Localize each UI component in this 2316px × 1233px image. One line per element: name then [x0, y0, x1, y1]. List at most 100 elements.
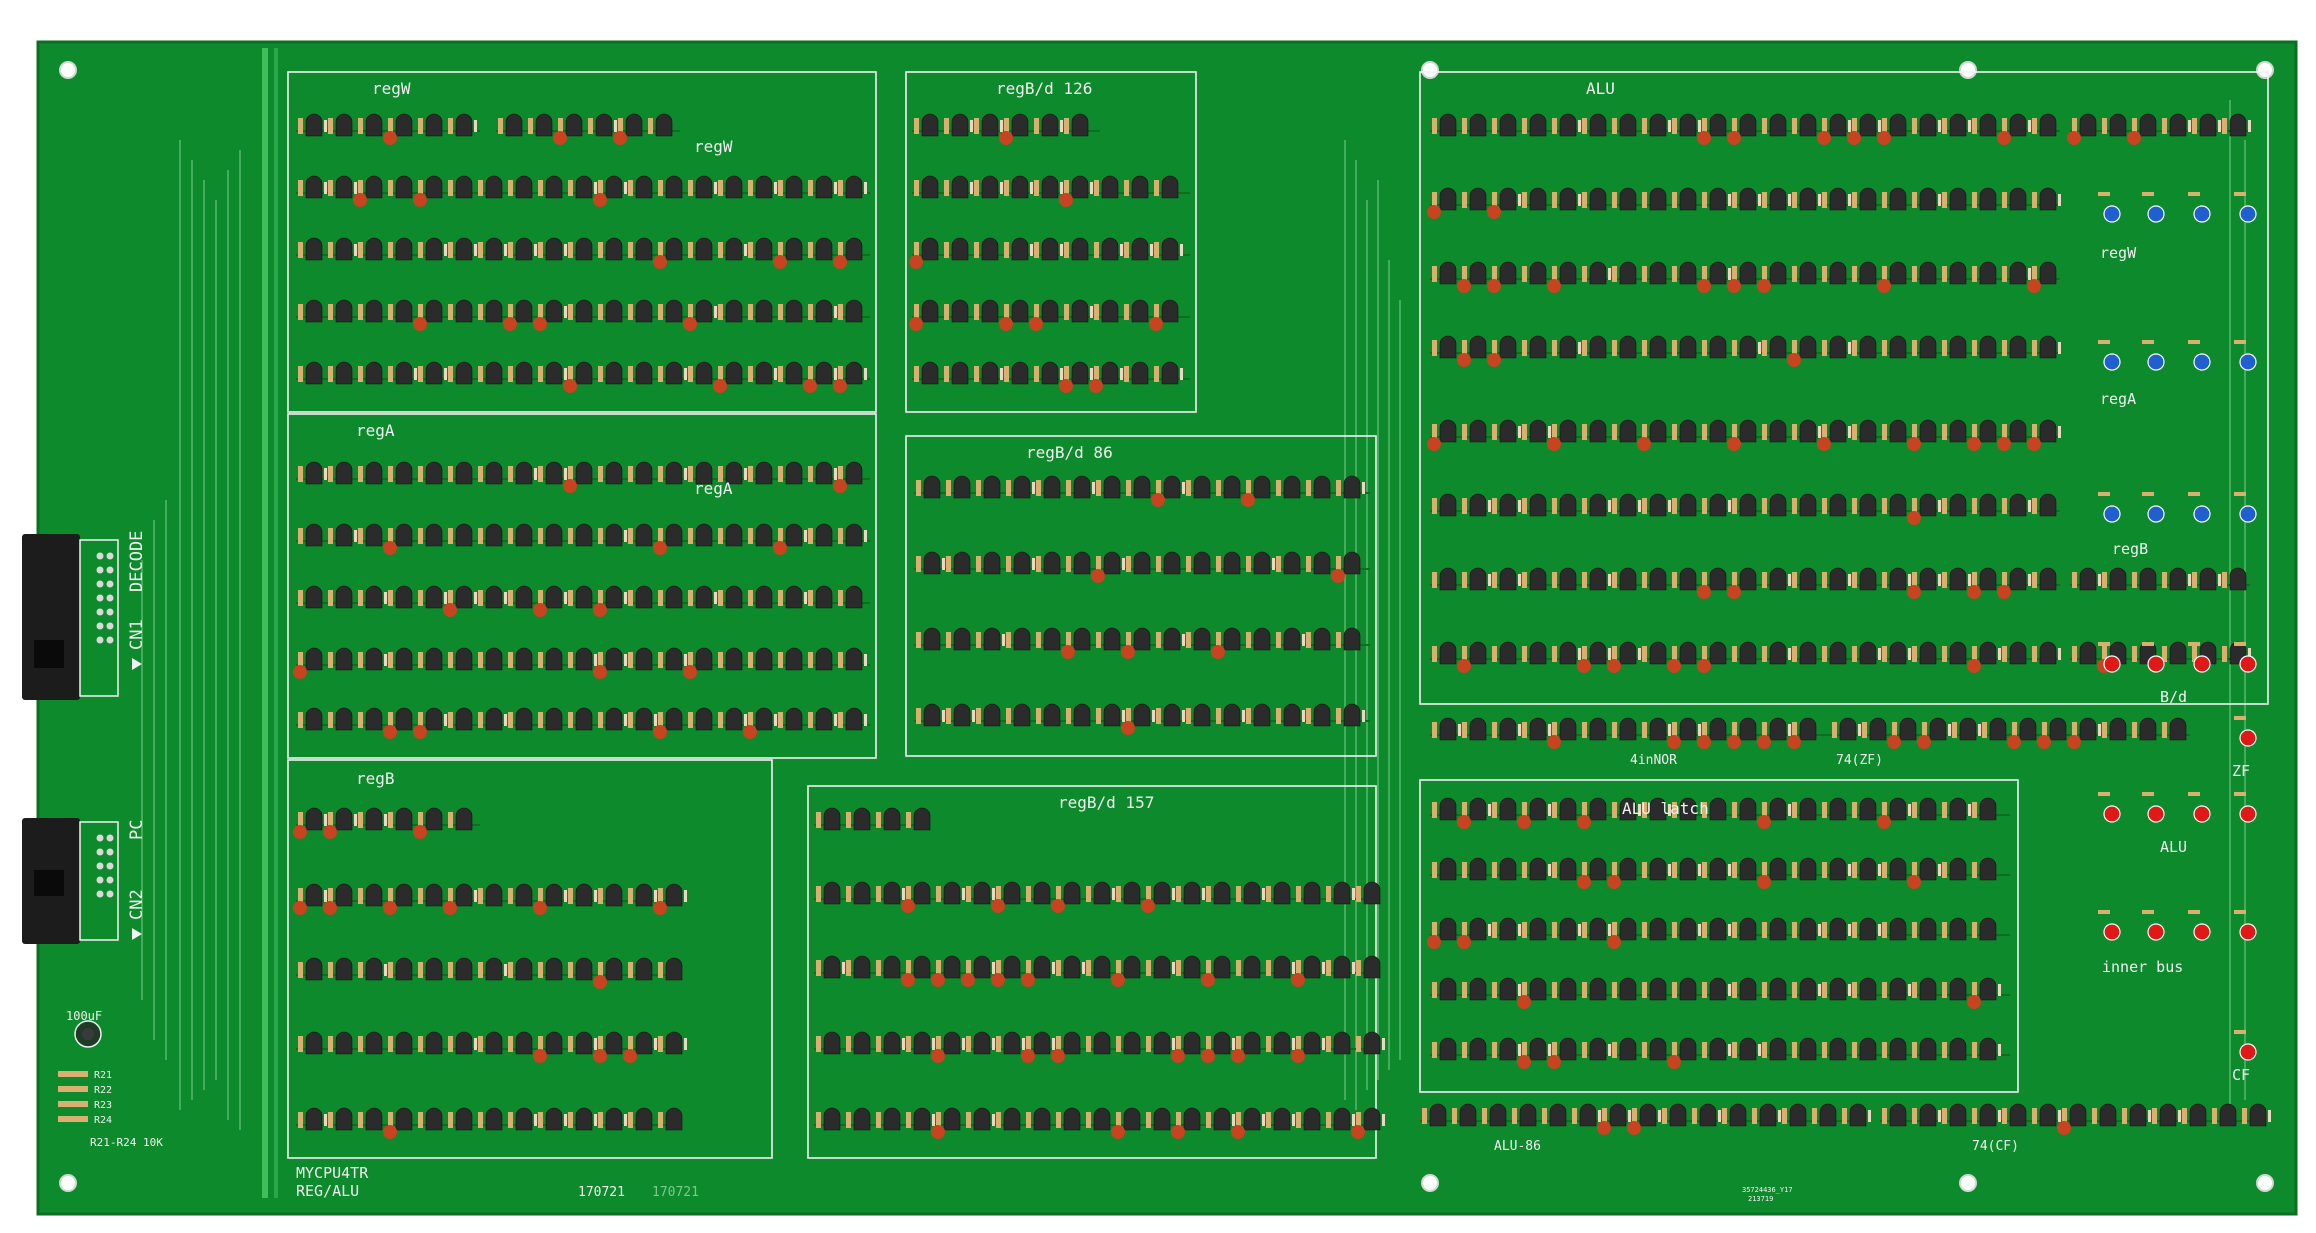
resistor: [1602, 1108, 1607, 1124]
component-row: [296, 113, 480, 145]
led-indicator: [2193, 923, 2211, 941]
resistor: [1206, 1036, 1211, 1052]
resistor: [1642, 922, 1647, 938]
section-outline-rega: [287, 413, 877, 759]
transistor: [1589, 335, 1607, 359]
component-row: [296, 707, 870, 739]
resistor: [808, 590, 813, 606]
resistor: [1026, 886, 1031, 902]
resistor: [1522, 982, 1527, 998]
resistor: [1034, 118, 1039, 134]
transistor: [1529, 261, 1547, 285]
indicator-label-alu: ALU: [2160, 838, 2187, 856]
transistor: [1343, 703, 1361, 727]
resistor: [1262, 888, 1265, 900]
transistor: [335, 361, 353, 385]
resistor: [1462, 192, 1467, 208]
resistor: [2152, 1108, 2157, 1124]
resistor: [1242, 710, 1245, 722]
resistor: [1004, 180, 1009, 196]
resistor: [2234, 492, 2246, 496]
transistor: [455, 1107, 473, 1131]
resistor: [1462, 340, 1467, 356]
resistor: [1758, 342, 1761, 354]
resistor: [1292, 1038, 1295, 1050]
component-row: [293, 807, 480, 839]
transistor: [365, 1107, 383, 1131]
resistor: [568, 888, 573, 904]
transistor: [845, 707, 863, 731]
resistor: [1912, 982, 1917, 998]
capacitor: [1577, 875, 1591, 889]
transistor: [545, 957, 563, 981]
indicator-label-regb: regB: [2112, 540, 2148, 558]
resistor: [1090, 368, 1093, 380]
resistor: [1702, 118, 1707, 134]
transistor: [1889, 113, 1907, 137]
resistor: [1492, 424, 1497, 440]
capacitor: [1757, 279, 1771, 293]
resistor: [1762, 922, 1767, 938]
resistor: [2218, 574, 2221, 586]
transistor: [1071, 299, 1089, 323]
transistor: [365, 361, 383, 385]
transistor: [823, 1031, 841, 1055]
transistor: [1639, 1103, 1657, 1127]
transistor: [485, 957, 503, 981]
transistor: [485, 361, 503, 385]
resistor: [1036, 632, 1041, 648]
led-indicator: [2103, 923, 2121, 941]
resistor: [1432, 862, 1437, 878]
transistor: [575, 461, 593, 485]
resistor: [1822, 982, 1827, 998]
resistor: [1598, 1110, 1601, 1122]
transistor: [1979, 917, 1997, 941]
transistor: [981, 113, 999, 137]
resistor: [1612, 118, 1617, 134]
transistor: [1739, 419, 1757, 443]
resistor: [2142, 340, 2154, 344]
resistor: [358, 180, 363, 196]
resistor: [2098, 192, 2110, 196]
resistor: [1036, 480, 1041, 496]
transistor: [395, 113, 413, 137]
led-indicator: [2239, 805, 2257, 823]
transistor: [1849, 1103, 1867, 1127]
resistor: [358, 962, 363, 978]
capacitor: [1427, 935, 1441, 949]
resistor: [598, 304, 603, 320]
capacitor: [1331, 569, 1345, 583]
transistor: [785, 175, 803, 199]
transistor: [1071, 175, 1089, 199]
transistor: [2009, 493, 2027, 517]
transistor: [1193, 551, 1211, 575]
resistor: [1036, 708, 1041, 724]
capacitor: [909, 255, 923, 269]
resistor: [1432, 266, 1437, 282]
transistor: [1313, 475, 1331, 499]
indicator-label-bd: B/d: [2160, 688, 2187, 706]
transistor: [335, 1107, 353, 1131]
transistor: [1529, 335, 1547, 359]
transistor: [1769, 797, 1787, 821]
transistor: [845, 585, 863, 609]
transistor: [1859, 419, 1877, 443]
capacitor: [1487, 205, 1501, 219]
section-outline-alu-latch: [1419, 779, 2019, 1093]
resistor: [2192, 646, 2197, 662]
transistor: [1769, 1037, 1787, 1061]
resistor: [1702, 982, 1707, 998]
led-indicator: [2239, 729, 2257, 747]
transistor: [305, 957, 323, 981]
resistor: [1582, 192, 1587, 208]
transistor: [913, 807, 931, 831]
resistor: [1382, 1038, 1385, 1050]
transistor: [365, 647, 383, 671]
capacitor: [1607, 935, 1621, 949]
transistor: [1213, 1031, 1231, 1055]
resistor: [298, 812, 303, 828]
resistor: [1642, 266, 1647, 282]
transistor: [485, 175, 503, 199]
capacitor: [1061, 645, 1075, 659]
transistor: [425, 175, 443, 199]
